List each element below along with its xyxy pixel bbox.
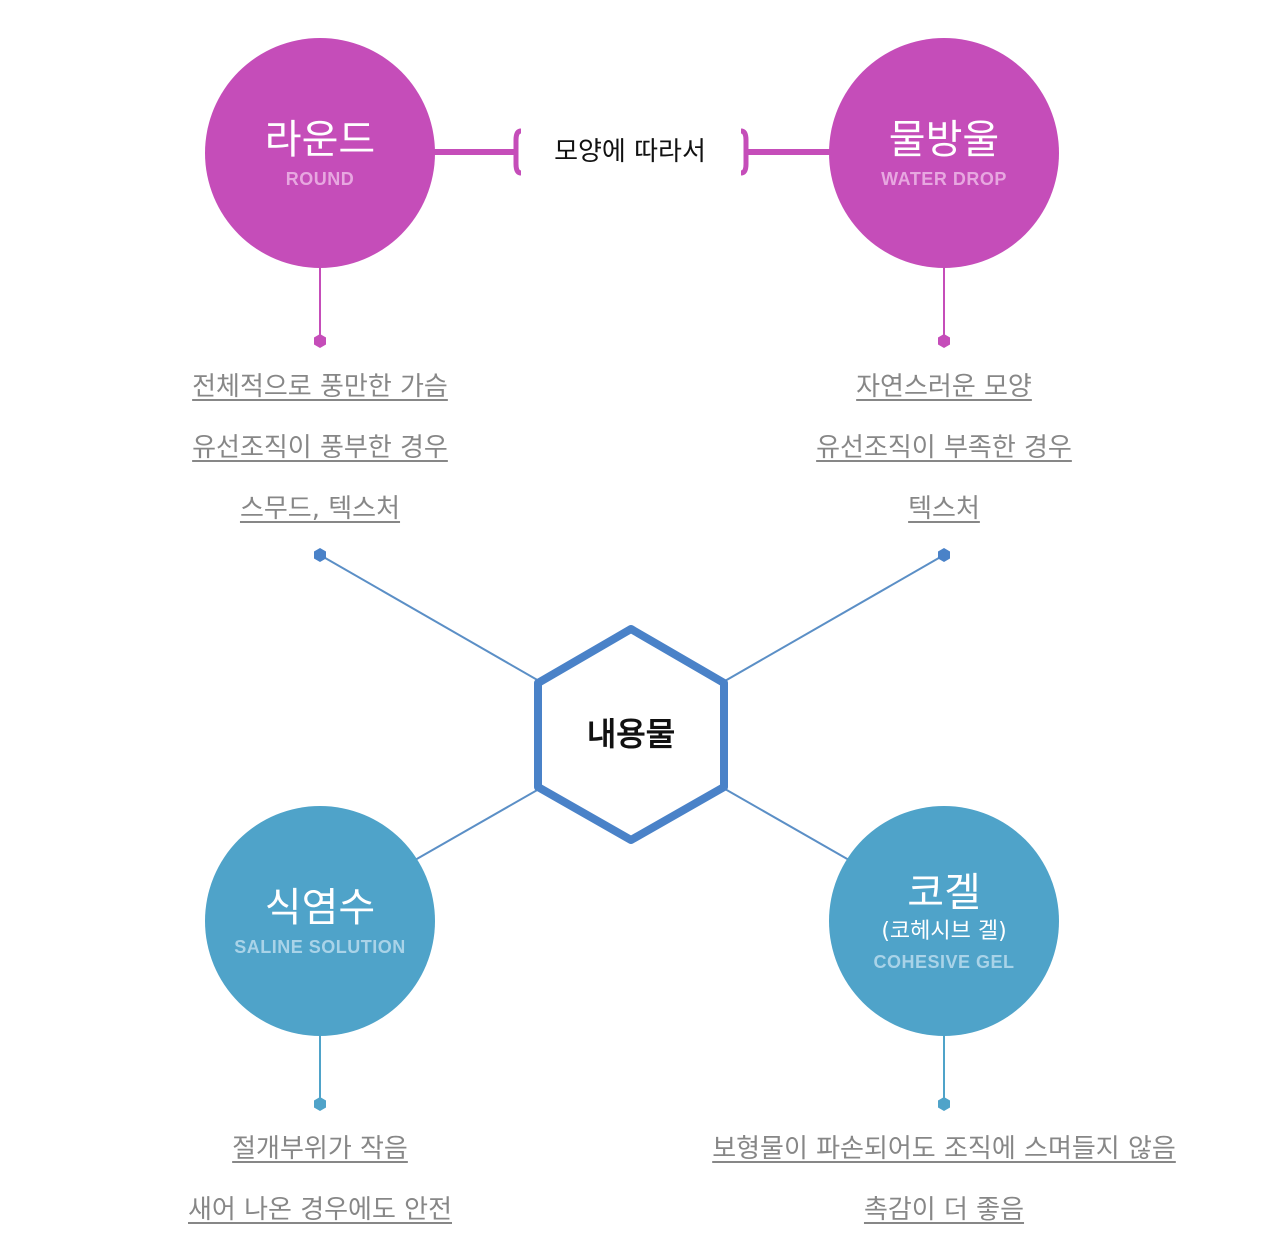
- dot-cohesive: [938, 1097, 950, 1111]
- dot-saline: [314, 1097, 326, 1111]
- list-item: 유선조직이 풍부한 경우: [192, 433, 448, 463]
- saline-title: 식염수: [264, 884, 376, 931]
- waterdrop-title: 물방울: [888, 116, 1000, 163]
- round-circle: 라운드 ROUND: [205, 38, 435, 268]
- saline-description-list: 절개부위가 작음 새어 나온 경우에도 안전: [20, 1134, 620, 1256]
- cohesive-subtitle: COHESIVE GEL: [873, 951, 1015, 972]
- center-label: 내용물: [586, 715, 676, 753]
- connector-top-left: [319, 554, 561, 694]
- connector-bottom-right: [703, 776, 850, 861]
- connector-top-right: [703, 554, 945, 694]
- cohesive-description-list: 보형물이 파손되어도 조직에 스며들지 않음 촉감이 더 좋음: [644, 1134, 1244, 1256]
- list-item: 스무드, 텍스처: [239, 494, 401, 524]
- center-hexagon: [534, 625, 728, 844]
- waterdrop-circle: 물방울 WATER DROP: [829, 38, 1059, 268]
- list-item: 새어 나온 경우에도 안전: [188, 1195, 452, 1225]
- bracket-right: [740, 128, 749, 176]
- list-item: 전체적으로 풍만한 가슴: [192, 372, 448, 402]
- bracket-left: [513, 128, 522, 176]
- dot-round: [314, 334, 326, 348]
- list-item: 자연스러운 모양: [856, 372, 1032, 402]
- list-item: 촉감이 더 좋음: [863, 1195, 1025, 1225]
- round-subtitle: ROUND: [285, 168, 355, 189]
- saline-subtitle: SALINE SOLUTION: [234, 936, 406, 957]
- list-item: 유선조직이 부족한 경우: [816, 433, 1072, 463]
- cohesive-title: 코겔: [907, 869, 981, 916]
- waterdrop-description-list: 자연스러운 모양 유선조직이 부족한 경우 텍스처: [644, 372, 1244, 555]
- dot-top-right: [938, 548, 950, 562]
- round-description-list: 전체적으로 풍만한 가슴 유선조직이 풍부한 경우 스무드, 텍스처: [20, 372, 620, 555]
- shape-category-label: 모양에 따라서: [554, 137, 706, 167]
- cohesive-circle: 코겔 (코헤시브 겔) COHESIVE GEL: [829, 806, 1059, 1036]
- list-item: 텍스처: [908, 494, 980, 524]
- waterdrop-subtitle: WATER DROP: [881, 168, 1007, 189]
- round-title: 라운드: [264, 116, 376, 163]
- list-item: 보형물이 파손되어도 조직에 스며들지 않음: [712, 1134, 1176, 1164]
- cohesive-paren: (코헤시브 겔): [881, 918, 1007, 944]
- dot-waterdrop: [938, 334, 950, 348]
- dot-top-left: [314, 548, 326, 562]
- saline-circle: 식염수 SALINE SOLUTION: [205, 806, 435, 1036]
- connector-bottom-left: [414, 776, 561, 861]
- list-item: 절개부위가 작음: [232, 1134, 408, 1164]
